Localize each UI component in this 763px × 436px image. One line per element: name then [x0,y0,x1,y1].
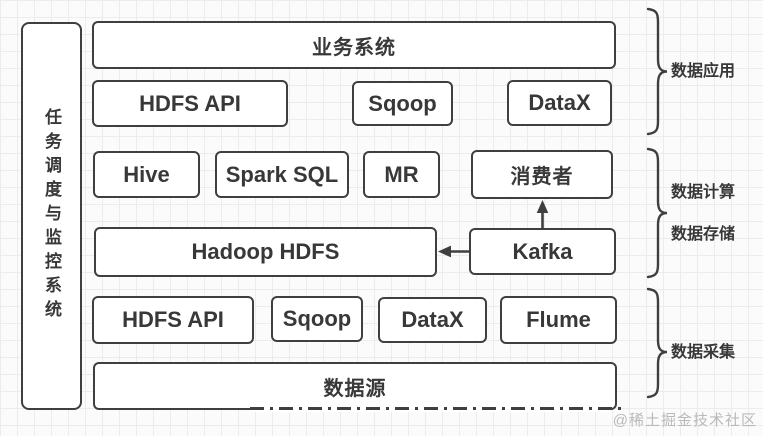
node-flume: Flume [500,296,617,344]
node-spark-sql: Spark SQL [215,151,349,198]
node-sqoop-top: Sqoop [352,81,453,126]
arrow-kafka-to-hadoop-hdfs-icon [438,245,469,258]
node-mr: MR [363,151,440,198]
node-hadoop-hdfs: Hadoop HDFS [94,227,437,277]
node-sqoop-bottom: Sqoop [271,296,363,342]
brace-data-compute-storage [646,147,668,279]
label-data-compute: 数据计算 [671,184,736,201]
label-data-application: 数据应用 [671,63,736,80]
node-datax-bottom: DataX [378,297,487,343]
label-data-storage: 数据存储 [671,226,736,243]
brace-data-application [646,7,668,136]
brace-data-collection [646,287,668,399]
node-hdfs-api-top: HDFS API [92,80,288,127]
label-data-collection: 数据采集 [671,344,736,361]
arrow-kafka-to-consumer-icon [536,200,549,228]
node-business-system: 业务系统 [92,21,616,69]
node-hdfs-api-bottom: HDFS API [92,296,254,344]
site-watermark: @稀土掘金技术社区 [612,412,757,429]
node-datax-top: DataX [507,80,612,126]
data-source-dashdot-border [250,406,622,410]
node-task-scheduler: 任务调度与监控系统 [21,22,82,410]
task-scheduler-label: 任务调度与监控系统 [42,108,61,324]
node-hive: Hive [93,151,200,198]
node-kafka: Kafka [469,228,616,275]
node-data-source: 数据源 [93,362,617,410]
node-consumer: 消费者 [471,150,613,199]
